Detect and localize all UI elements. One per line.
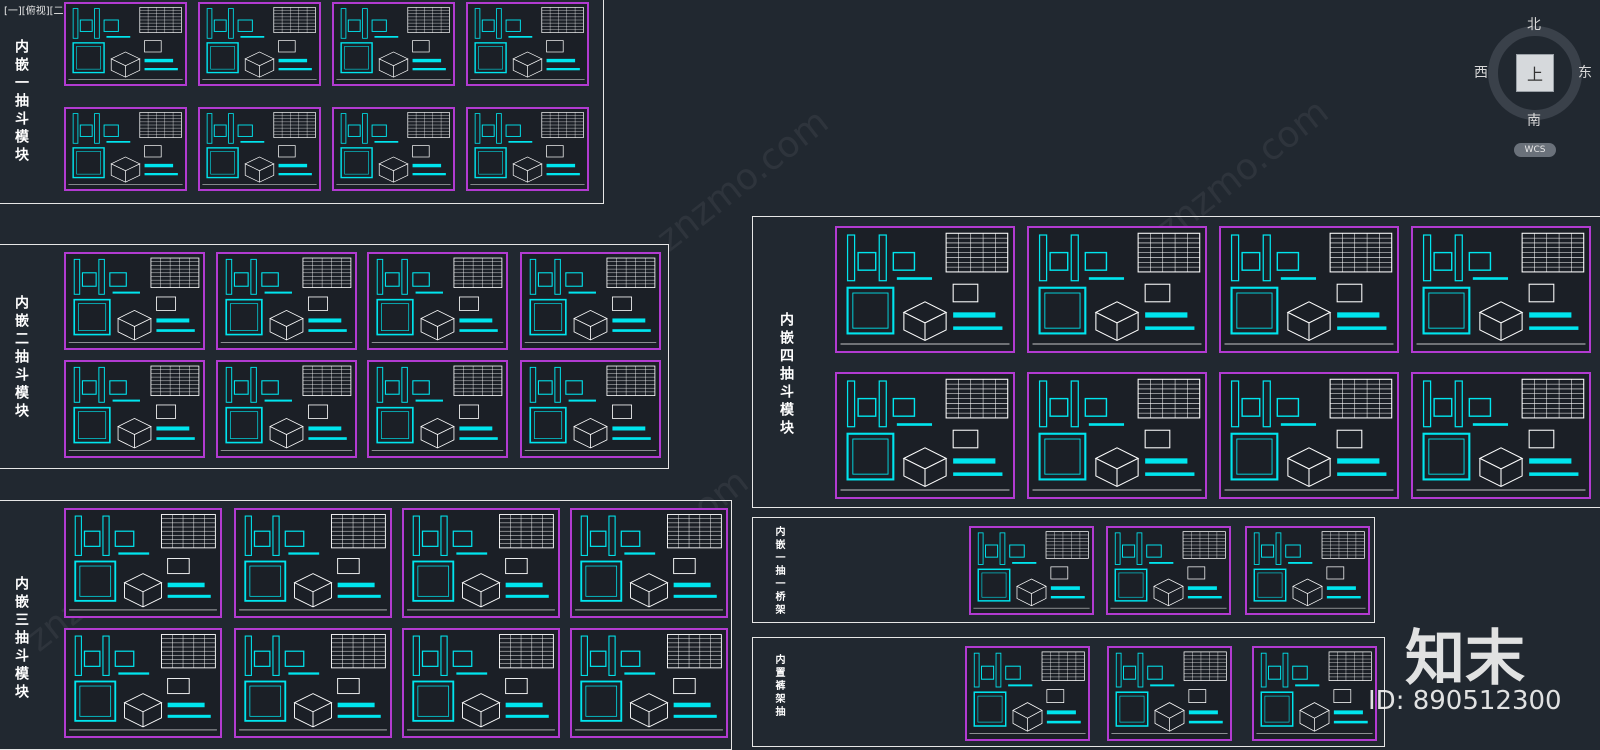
drawing-sheet[interactable] [835, 226, 1015, 353]
viewcube[interactable]: 上 北 南 西 东 [1474, 17, 1592, 129]
group-title: 内嵌三抽斗模块 [13, 576, 29, 702]
drawing-sheet[interactable] [1411, 226, 1591, 353]
drawing-sheet[interactable] [198, 107, 321, 191]
drawing-sheet[interactable] [1107, 646, 1232, 741]
drawing-sheet[interactable] [64, 2, 187, 86]
group-title: 内嵌二抽斗模块 [13, 295, 29, 421]
drawing-sheet[interactable] [367, 360, 508, 458]
drawing-sheet[interactable] [969, 526, 1094, 615]
compass-west-label[interactable]: 西 [1474, 65, 1488, 81]
drawing-sheet[interactable] [234, 628, 392, 738]
viewport-control-label[interactable]: [一][俯视][二维线框] [4, 6, 98, 17]
drawing-sheet[interactable] [1219, 226, 1399, 353]
drawing-sheet[interactable] [198, 2, 321, 86]
drawing-sheet[interactable] [520, 360, 661, 458]
module-group-one-drawer: 内嵌一抽斗模块 [0, 0, 604, 204]
drawing-sheet[interactable] [965, 646, 1090, 741]
drawing-sheet[interactable] [64, 252, 205, 350]
wcs-button[interactable]: WCS [1514, 143, 1556, 157]
resource-id: ID: 890512300 [1368, 686, 1562, 716]
drawing-sheet[interactable] [1252, 646, 1377, 741]
drawing-sheet[interactable] [466, 2, 589, 86]
drawing-sheet[interactable] [402, 508, 560, 618]
drawing-sheet[interactable] [367, 252, 508, 350]
drawing-sheet[interactable] [234, 508, 392, 618]
group-title: 内置裤架抽 [773, 654, 784, 719]
drawing-sheet[interactable] [64, 107, 187, 191]
group-title: 内嵌四抽斗模块 [778, 312, 794, 438]
drawing-sheet[interactable] [1411, 372, 1591, 499]
drawing-sheet[interactable] [466, 107, 589, 191]
drawing-sheet[interactable] [1106, 526, 1231, 615]
drawing-sheet[interactable] [570, 628, 728, 738]
compass-north-label[interactable]: 北 [1527, 17, 1541, 33]
drawing-sheet[interactable] [570, 508, 728, 618]
drawing-sheet[interactable] [1027, 372, 1207, 499]
drawing-sheet[interactable] [1027, 226, 1207, 353]
module-group-two-drawer: 内嵌二抽斗模块 [0, 244, 669, 469]
drawing-sheet[interactable] [402, 628, 560, 738]
brand-logo: 知末 [1405, 624, 1525, 694]
group-title: 内嵌一抽一桥架 [773, 526, 784, 617]
compass-south-label[interactable]: 南 [1527, 113, 1541, 129]
module-group-drawer-bridge: 内嵌一抽一桥架 [752, 517, 1375, 623]
viewcube-face-top[interactable]: 上 [1516, 54, 1554, 92]
drawing-sheet[interactable] [64, 360, 205, 458]
drawing-sheet[interactable] [835, 372, 1015, 499]
module-group-four-drawer: 内嵌四抽斗模块 [752, 216, 1600, 508]
drawing-sheet[interactable] [64, 628, 222, 738]
drawing-sheet[interactable] [332, 2, 455, 86]
drawing-sheet[interactable] [216, 360, 357, 458]
compass-ring[interactable] [1488, 26, 1582, 120]
drawing-sheet[interactable] [520, 252, 661, 350]
compass-east-label[interactable]: 东 [1578, 65, 1592, 81]
drawing-sheet[interactable] [216, 252, 357, 350]
drawing-sheet[interactable] [1219, 372, 1399, 499]
drawing-sheet[interactable] [64, 508, 222, 618]
drawing-sheet[interactable] [332, 107, 455, 191]
group-title: 内嵌一抽斗模块 [13, 39, 29, 165]
drawing-sheet[interactable] [1245, 526, 1370, 615]
